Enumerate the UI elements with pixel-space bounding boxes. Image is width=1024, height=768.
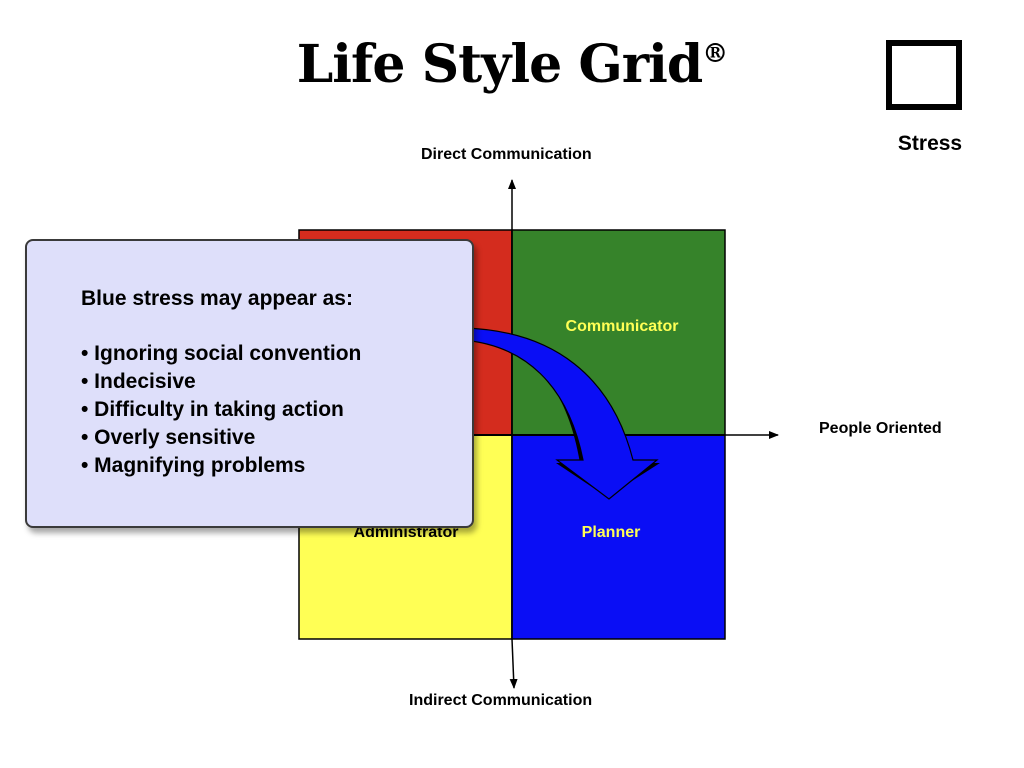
registered-mark: ® xyxy=(702,39,728,69)
stress-legend-square-icon xyxy=(886,40,962,110)
callout-item: • Difficulty in taking action xyxy=(81,398,344,421)
stress-legend-label: Stress xyxy=(897,132,963,155)
communicator-label: Communicator xyxy=(566,318,679,335)
slide-title: Life Style Grid® xyxy=(0,34,1024,95)
axis-label-people-oriented: People Oriented xyxy=(819,420,942,437)
administrator-label: Administrator xyxy=(354,524,459,541)
callout-item: • Indecisive xyxy=(81,370,196,393)
vertical-axis-down xyxy=(509,638,518,689)
axis-label-indirect-communication: Indirect Communication xyxy=(409,692,593,709)
callout-item: • Ignoring social convention xyxy=(81,342,362,365)
callout-item: • Magnifying problems xyxy=(81,454,306,477)
title-text: Life Style Grid xyxy=(296,34,704,95)
callout-list: • Ignoring social convention • Indecisiv… xyxy=(81,340,361,480)
planner-label: Planner xyxy=(582,524,641,541)
stress-callout-box: Blue stress may appear as: • Ignoring so… xyxy=(25,239,474,528)
stress-arrow-curved xyxy=(461,327,659,500)
callout-heading: Blue stress may appear as: xyxy=(81,287,353,310)
callout-item: • Overly sensitive xyxy=(81,426,256,449)
axis-label-direct-communication: Direct Communication xyxy=(421,146,592,163)
